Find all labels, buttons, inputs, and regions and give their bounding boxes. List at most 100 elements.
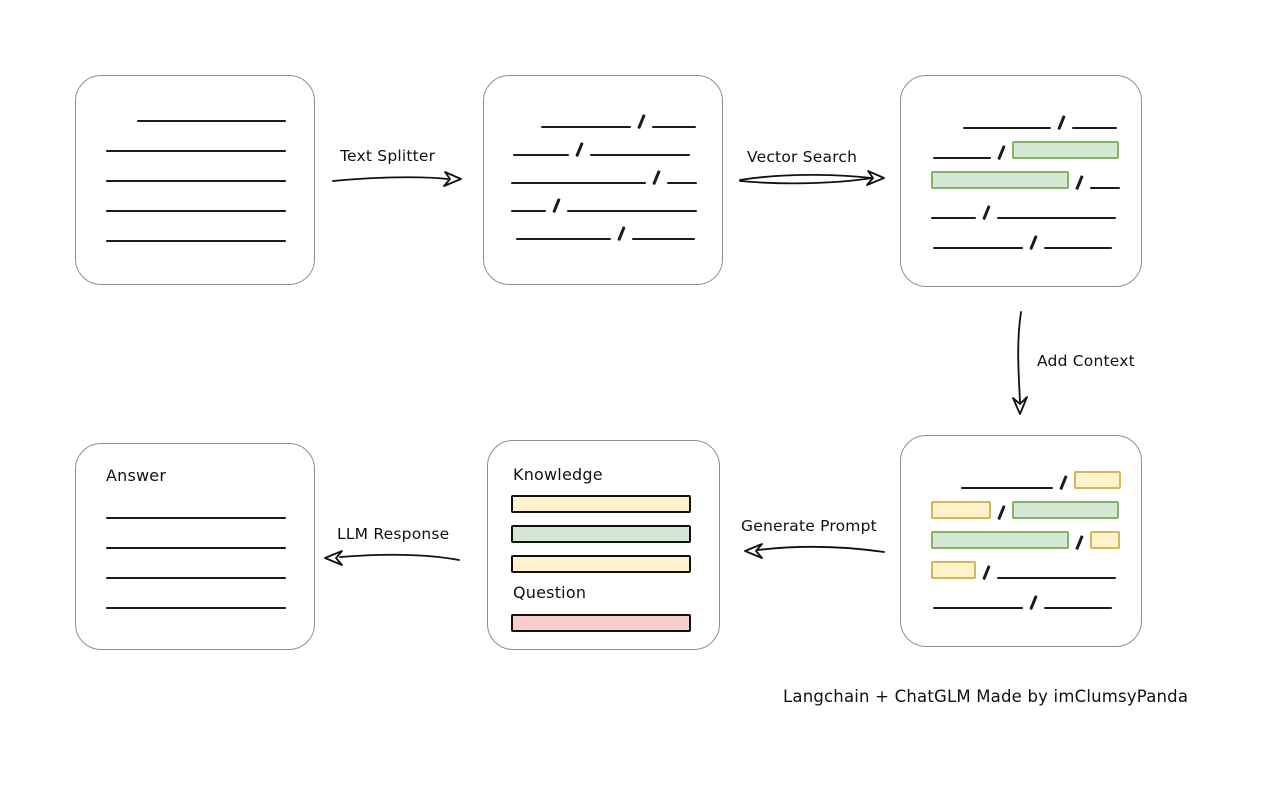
text-line <box>106 517 286 519</box>
slash-separator <box>1059 475 1068 490</box>
yellow-bar <box>511 495 691 513</box>
chunk-row <box>931 200 1141 220</box>
text-line <box>933 607 1023 609</box>
red-bar <box>511 614 691 632</box>
green-highlight-chip <box>1011 501 1119 519</box>
chunk-row <box>106 163 314 182</box>
chunk-row <box>106 590 314 609</box>
green-highlight-chip <box>931 171 1069 189</box>
question-label: Question <box>513 583 587 602</box>
text-line <box>933 247 1023 249</box>
llm-response-arrowhead <box>324 550 343 566</box>
arrow-label-generate-prompt: Generate Prompt <box>741 517 877 535</box>
knowledge-bars <box>511 495 691 585</box>
text-line <box>651 126 696 128</box>
text-line <box>106 150 286 152</box>
slash-separator <box>1029 235 1038 250</box>
slash-separator <box>982 565 991 580</box>
chunk-row <box>106 560 314 579</box>
slash-separator <box>997 145 1006 160</box>
chunk-row <box>106 530 314 549</box>
chunk-row <box>137 103 314 122</box>
text-line <box>931 217 976 219</box>
node-vector-matches <box>900 75 1142 287</box>
chunk-row <box>541 109 722 129</box>
chunk-row <box>511 165 722 185</box>
text-line <box>511 210 546 212</box>
node-context-chunks <box>900 435 1142 647</box>
slash-separator <box>652 170 661 185</box>
chunk-row <box>931 560 1141 580</box>
chunk-row <box>963 110 1141 130</box>
text-line <box>106 180 286 182</box>
document-lines <box>76 76 314 242</box>
chunk-row <box>106 133 314 152</box>
text-line <box>541 126 631 128</box>
slash-separator <box>575 142 584 157</box>
text-line <box>666 182 697 184</box>
chunk-row <box>511 193 722 213</box>
text-line <box>996 217 1116 219</box>
chunk-row <box>513 137 722 157</box>
text-line <box>511 182 646 184</box>
green-highlight-chip <box>1011 141 1119 159</box>
green-highlight-chip <box>931 531 1069 549</box>
text-line <box>961 487 1053 489</box>
text-line <box>513 154 569 156</box>
slash-separator <box>997 505 1006 520</box>
green-bar <box>511 525 691 543</box>
chunk-row <box>961 470 1141 490</box>
text-line <box>1071 127 1117 129</box>
vector-search-arrowhead <box>866 170 885 186</box>
text-line <box>106 547 286 549</box>
knowledge-label: Knowledge <box>513 465 603 484</box>
chunk-row <box>933 140 1141 160</box>
yellow-highlight-chip <box>1089 531 1120 549</box>
generate-prompt-arrowhead <box>744 543 763 559</box>
llm-response-arrow <box>339 553 460 561</box>
text-line <box>996 577 1116 579</box>
node-source-document <box>75 75 315 285</box>
text-line <box>106 607 286 609</box>
vector-search-arrow-2 <box>739 177 873 185</box>
chunk-row <box>931 170 1141 190</box>
chunk-row <box>933 590 1141 610</box>
chunk-row <box>516 221 722 241</box>
text-line <box>589 154 690 156</box>
node-prompt: Knowledge Question <box>487 440 720 650</box>
vector-match-lines <box>901 76 1141 250</box>
text-line <box>1043 247 1112 249</box>
generate-prompt-arrow <box>757 545 885 553</box>
yellow-highlight-chip <box>1073 471 1121 489</box>
text-line <box>516 238 611 240</box>
split-chunk-lines <box>484 76 722 241</box>
text-splitter-arrowhead <box>443 171 462 187</box>
chunk-row <box>106 223 314 242</box>
chunk-row <box>931 500 1141 520</box>
vector-search-arrow <box>739 173 873 181</box>
text-line <box>106 210 286 212</box>
diagram-caption: Langchain + ChatGLM Made by imClumsyPand… <box>783 687 1189 706</box>
add-context-arrowhead <box>1012 396 1028 415</box>
yellow-bar <box>511 555 691 573</box>
slash-separator <box>637 114 646 129</box>
slash-separator <box>1029 595 1038 610</box>
slash-separator <box>1075 175 1084 190</box>
add-context-arrow <box>1017 311 1022 403</box>
text-line <box>933 157 991 159</box>
node-answer: Answer <box>75 443 315 650</box>
text-line <box>963 127 1051 129</box>
chunk-row <box>931 530 1141 550</box>
context-chunk-lines <box>901 436 1141 610</box>
text-line <box>1089 187 1120 189</box>
text-line <box>106 577 286 579</box>
question-bar <box>511 614 691 644</box>
text-line <box>137 120 286 122</box>
answer-label: Answer <box>106 466 167 485</box>
answer-lines <box>76 444 314 609</box>
text-line <box>106 240 286 242</box>
arrow-label-add-context: Add Context <box>1037 352 1135 370</box>
chunk-row <box>106 500 314 519</box>
slash-separator <box>1075 535 1084 550</box>
